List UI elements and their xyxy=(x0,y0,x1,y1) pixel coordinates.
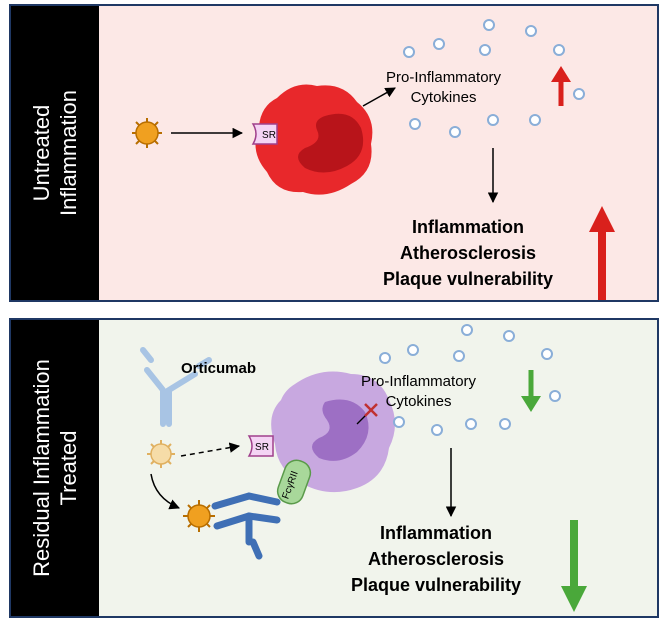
treated-receptor-label: SR xyxy=(255,442,269,453)
untreated-outcome-inflammation: Inflammation xyxy=(412,217,525,237)
activated-macrophage-icon xyxy=(255,84,373,195)
treated-content: SR FcγRII xyxy=(99,320,657,616)
fc-gamma-receptor-icon xyxy=(276,459,312,505)
cytokine-release-arrow xyxy=(362,87,396,107)
bound-ldl-particle-icon xyxy=(183,500,215,532)
treated-side-label-line2: Treated xyxy=(56,430,81,506)
cytokine-particles xyxy=(403,19,585,138)
untreated-outcome-plaque-vulnerability: Plaque vulnerability xyxy=(383,269,554,289)
cytokine-decrease-arrow-icon xyxy=(521,370,541,412)
ox-ldl-particle-icon xyxy=(132,118,162,148)
untreated-side-label-line1: Untreated xyxy=(29,104,54,202)
treated-outcome-atherosclerosis: Atherosclerosis xyxy=(368,549,505,569)
treated-outcome-inflammation: Inflammation xyxy=(380,523,493,543)
outcome-decrease-arrow-icon xyxy=(561,520,587,612)
untreated-cytokines-line1: Pro-Inflammatory xyxy=(386,69,502,86)
untreated-outcome-atherosclerosis: Atherosclerosis xyxy=(400,243,537,263)
treated-panel: Residual Inflammation Treated xyxy=(9,318,659,618)
outcome-increase-arrow-icon xyxy=(589,206,615,300)
treated-side-label-line1: Residual Inflammation xyxy=(29,359,54,577)
untreated-diagram: SR xyxy=(132,19,615,300)
untreated-side-label: Untreated Inflammation xyxy=(28,90,82,216)
untreated-side-label-line2: Inflammation xyxy=(56,90,81,216)
untreated-panel: Untreated Inflammation xyxy=(9,4,659,302)
treated-side-label: Residual Inflammation Treated xyxy=(28,359,82,577)
antibody-binding-arrow xyxy=(150,473,180,510)
treated-diagram: SR FcγRII xyxy=(140,324,587,612)
treated-side-bar: Residual Inflammation Treated xyxy=(11,320,99,616)
neutralized-ldl-particle-icon xyxy=(147,440,175,468)
untreated-receptor-label: SR xyxy=(262,130,276,141)
treated-cytokines-line2: Cytokines xyxy=(385,393,452,410)
treated-cytokines-label: Pro-Inflammatory Cytokines xyxy=(361,372,476,412)
blocked-signal-icon xyxy=(356,403,378,425)
treated-cytokines-line1: Pro-Inflammatory xyxy=(361,373,477,390)
blocked-uptake-arrow xyxy=(180,442,241,457)
scavenger-receptor-icon xyxy=(247,435,274,457)
cytokine-increase-arrow-icon xyxy=(551,66,571,106)
untreated-cytokines-line2: Cytokines xyxy=(410,89,477,106)
cytokine-particles xyxy=(379,324,561,436)
untreated-content: SR Pro-Inflammatory xyxy=(99,6,657,300)
drug-label: Orticumab xyxy=(181,360,257,377)
treated-outcomes: Inflammation Atherosclerosis Plaque vuln… xyxy=(351,520,521,598)
treated-outcome-plaque-vulnerability: Plaque vulnerability xyxy=(351,575,522,595)
untreated-cytokines-label: Pro-Inflammatory Cytokines xyxy=(386,68,501,108)
untreated-side-bar: Untreated Inflammation xyxy=(11,6,99,300)
bound-antibody-icon xyxy=(211,492,281,560)
untreated-outcomes: Inflammation Atherosclerosis Plaque vuln… xyxy=(383,214,553,292)
free-antibody-icon xyxy=(140,347,212,427)
scavenger-receptor-icon xyxy=(251,123,278,145)
